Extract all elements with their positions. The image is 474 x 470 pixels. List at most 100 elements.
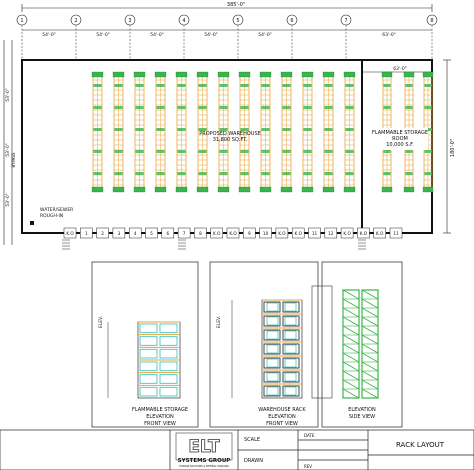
warehouse-label-line2: 31,800 SQ.FT. <box>213 137 248 143</box>
rack-flue <box>114 172 123 175</box>
dock-door-tag-label: 1 <box>85 231 88 236</box>
rack-end-bottom <box>381 186 393 193</box>
rack-flue <box>240 150 249 153</box>
rack-flue <box>405 106 413 109</box>
rack-flue <box>282 84 291 87</box>
rack-flue <box>156 84 165 87</box>
rack-flue <box>261 106 270 109</box>
elevation-pallet <box>159 348 178 359</box>
dock-door-tag-label: K.O <box>360 231 368 236</box>
elev1-caption-3: FRONT VIEW <box>144 421 176 427</box>
elevation-pallet-cyan <box>266 344 279 354</box>
side-view-brace <box>342 343 360 354</box>
scale-label: SCALE <box>244 437 260 443</box>
rack-flue <box>282 172 291 175</box>
drawn-label: DRAWN <box>244 458 263 464</box>
elev2-caption-3: FRONT VIEW <box>266 421 298 427</box>
side-view-outline <box>311 285 333 399</box>
rack-flue <box>219 172 228 175</box>
rack-flue <box>383 84 391 87</box>
elevation-pallet <box>139 336 158 346</box>
rack-flue <box>135 128 144 131</box>
dock-door-tag <box>63 227 77 239</box>
rack-flue <box>424 172 432 175</box>
rack-flue <box>345 172 354 175</box>
elevation-pallet <box>282 385 300 397</box>
water-rough-in-marker <box>30 221 34 225</box>
dock-door-tag-label: K.O <box>229 231 237 236</box>
rack-end-bottom <box>112 186 125 193</box>
grid-bubble-label: 8 <box>430 18 433 24</box>
storage-label-line3: 10,000 S.F. <box>386 142 414 148</box>
elev2-caption-2: ELEVATION <box>268 414 296 420</box>
rack-flue <box>303 150 312 153</box>
rack-end-top <box>91 71 104 78</box>
rack-end-top <box>112 71 125 78</box>
rack-end-bottom <box>91 186 104 193</box>
rack-end-top <box>403 71 415 78</box>
warehouse-rack-rows <box>91 71 356 193</box>
rack-end-bottom <box>154 186 167 193</box>
rack-flue <box>324 106 333 109</box>
rack-end-bottom <box>301 186 314 193</box>
elev2-tag: ELEV. <box>216 316 222 328</box>
elev3-caption-1: ELEVATION <box>348 407 376 413</box>
elevation-pallet <box>263 343 281 355</box>
side-view-brace <box>361 316 379 327</box>
dock-door-tag <box>210 227 223 239</box>
rack-flue <box>93 150 102 153</box>
rack-flue <box>156 172 165 175</box>
dock-door-tag-label: 9 <box>248 231 251 236</box>
dock-door-tag-label: 11 <box>312 231 318 236</box>
rack-flue <box>135 172 144 175</box>
rack-end-bottom <box>217 186 230 193</box>
rack-flue <box>261 150 270 153</box>
elevation-pallet <box>159 374 178 384</box>
side-view-brace <box>342 352 360 363</box>
rack-end-bottom <box>322 186 335 193</box>
rack-flue <box>345 150 354 153</box>
rack-flue <box>219 84 228 87</box>
elevation-pallet <box>159 336 178 346</box>
dock-door-tag <box>226 227 240 239</box>
side-view-brace <box>342 370 360 381</box>
sheet-title: RACK LAYOUT <box>396 441 445 449</box>
side-view-brace <box>361 388 379 399</box>
right-dim-label: 180'-0" <box>450 139 456 157</box>
dock-door-tag <box>259 227 272 239</box>
rack-end-bottom <box>133 186 146 193</box>
rack-end-top <box>259 71 272 78</box>
rack-flue <box>156 106 165 109</box>
dock-door-tag <box>340 227 354 239</box>
rack-flue <box>424 150 432 153</box>
elt-logo: ELT SYSTEMS GROUP STORAGE SOLUTIONS & MA… <box>175 432 233 468</box>
side-view-brace <box>342 289 360 300</box>
elt-logo-letters: ELT <box>188 437 220 457</box>
dock-door-tag <box>275 227 289 239</box>
rack-flue <box>177 106 186 109</box>
warehouse-label-line1: PROPOSED WAREHOUSE <box>199 131 261 137</box>
rack-flue <box>156 150 165 153</box>
rack-flue <box>424 106 432 109</box>
segment-dimensions: 54'-0"54'-0"54'-0"54'-0"54'-0"63'-0" <box>42 32 396 38</box>
side-view-brace <box>342 379 360 390</box>
rack-flue <box>324 84 333 87</box>
dock-door-tag <box>161 227 175 239</box>
elt-logo-name: SYSTEMS GROUP <box>178 458 231 464</box>
rack-flue <box>240 106 249 109</box>
dock-door-tag-label: 2 <box>101 231 104 236</box>
elevation-pallet-cyan <box>284 344 297 354</box>
side-view-brace <box>361 334 379 345</box>
dock-door-tag-label: K.O <box>343 231 351 236</box>
side-view-brace <box>361 325 379 336</box>
elevation-pallet-cyan <box>284 316 297 326</box>
rack-flue <box>114 128 123 131</box>
rack-flue <box>156 128 165 131</box>
dock-door-tag-label: K.O <box>66 231 74 236</box>
side-view-brace <box>361 379 379 390</box>
rack-flue <box>303 172 312 175</box>
rack-flue <box>114 84 123 87</box>
side-view-brace <box>342 316 360 327</box>
rack-end-bottom <box>280 186 293 193</box>
dock-door-tag <box>243 227 256 239</box>
